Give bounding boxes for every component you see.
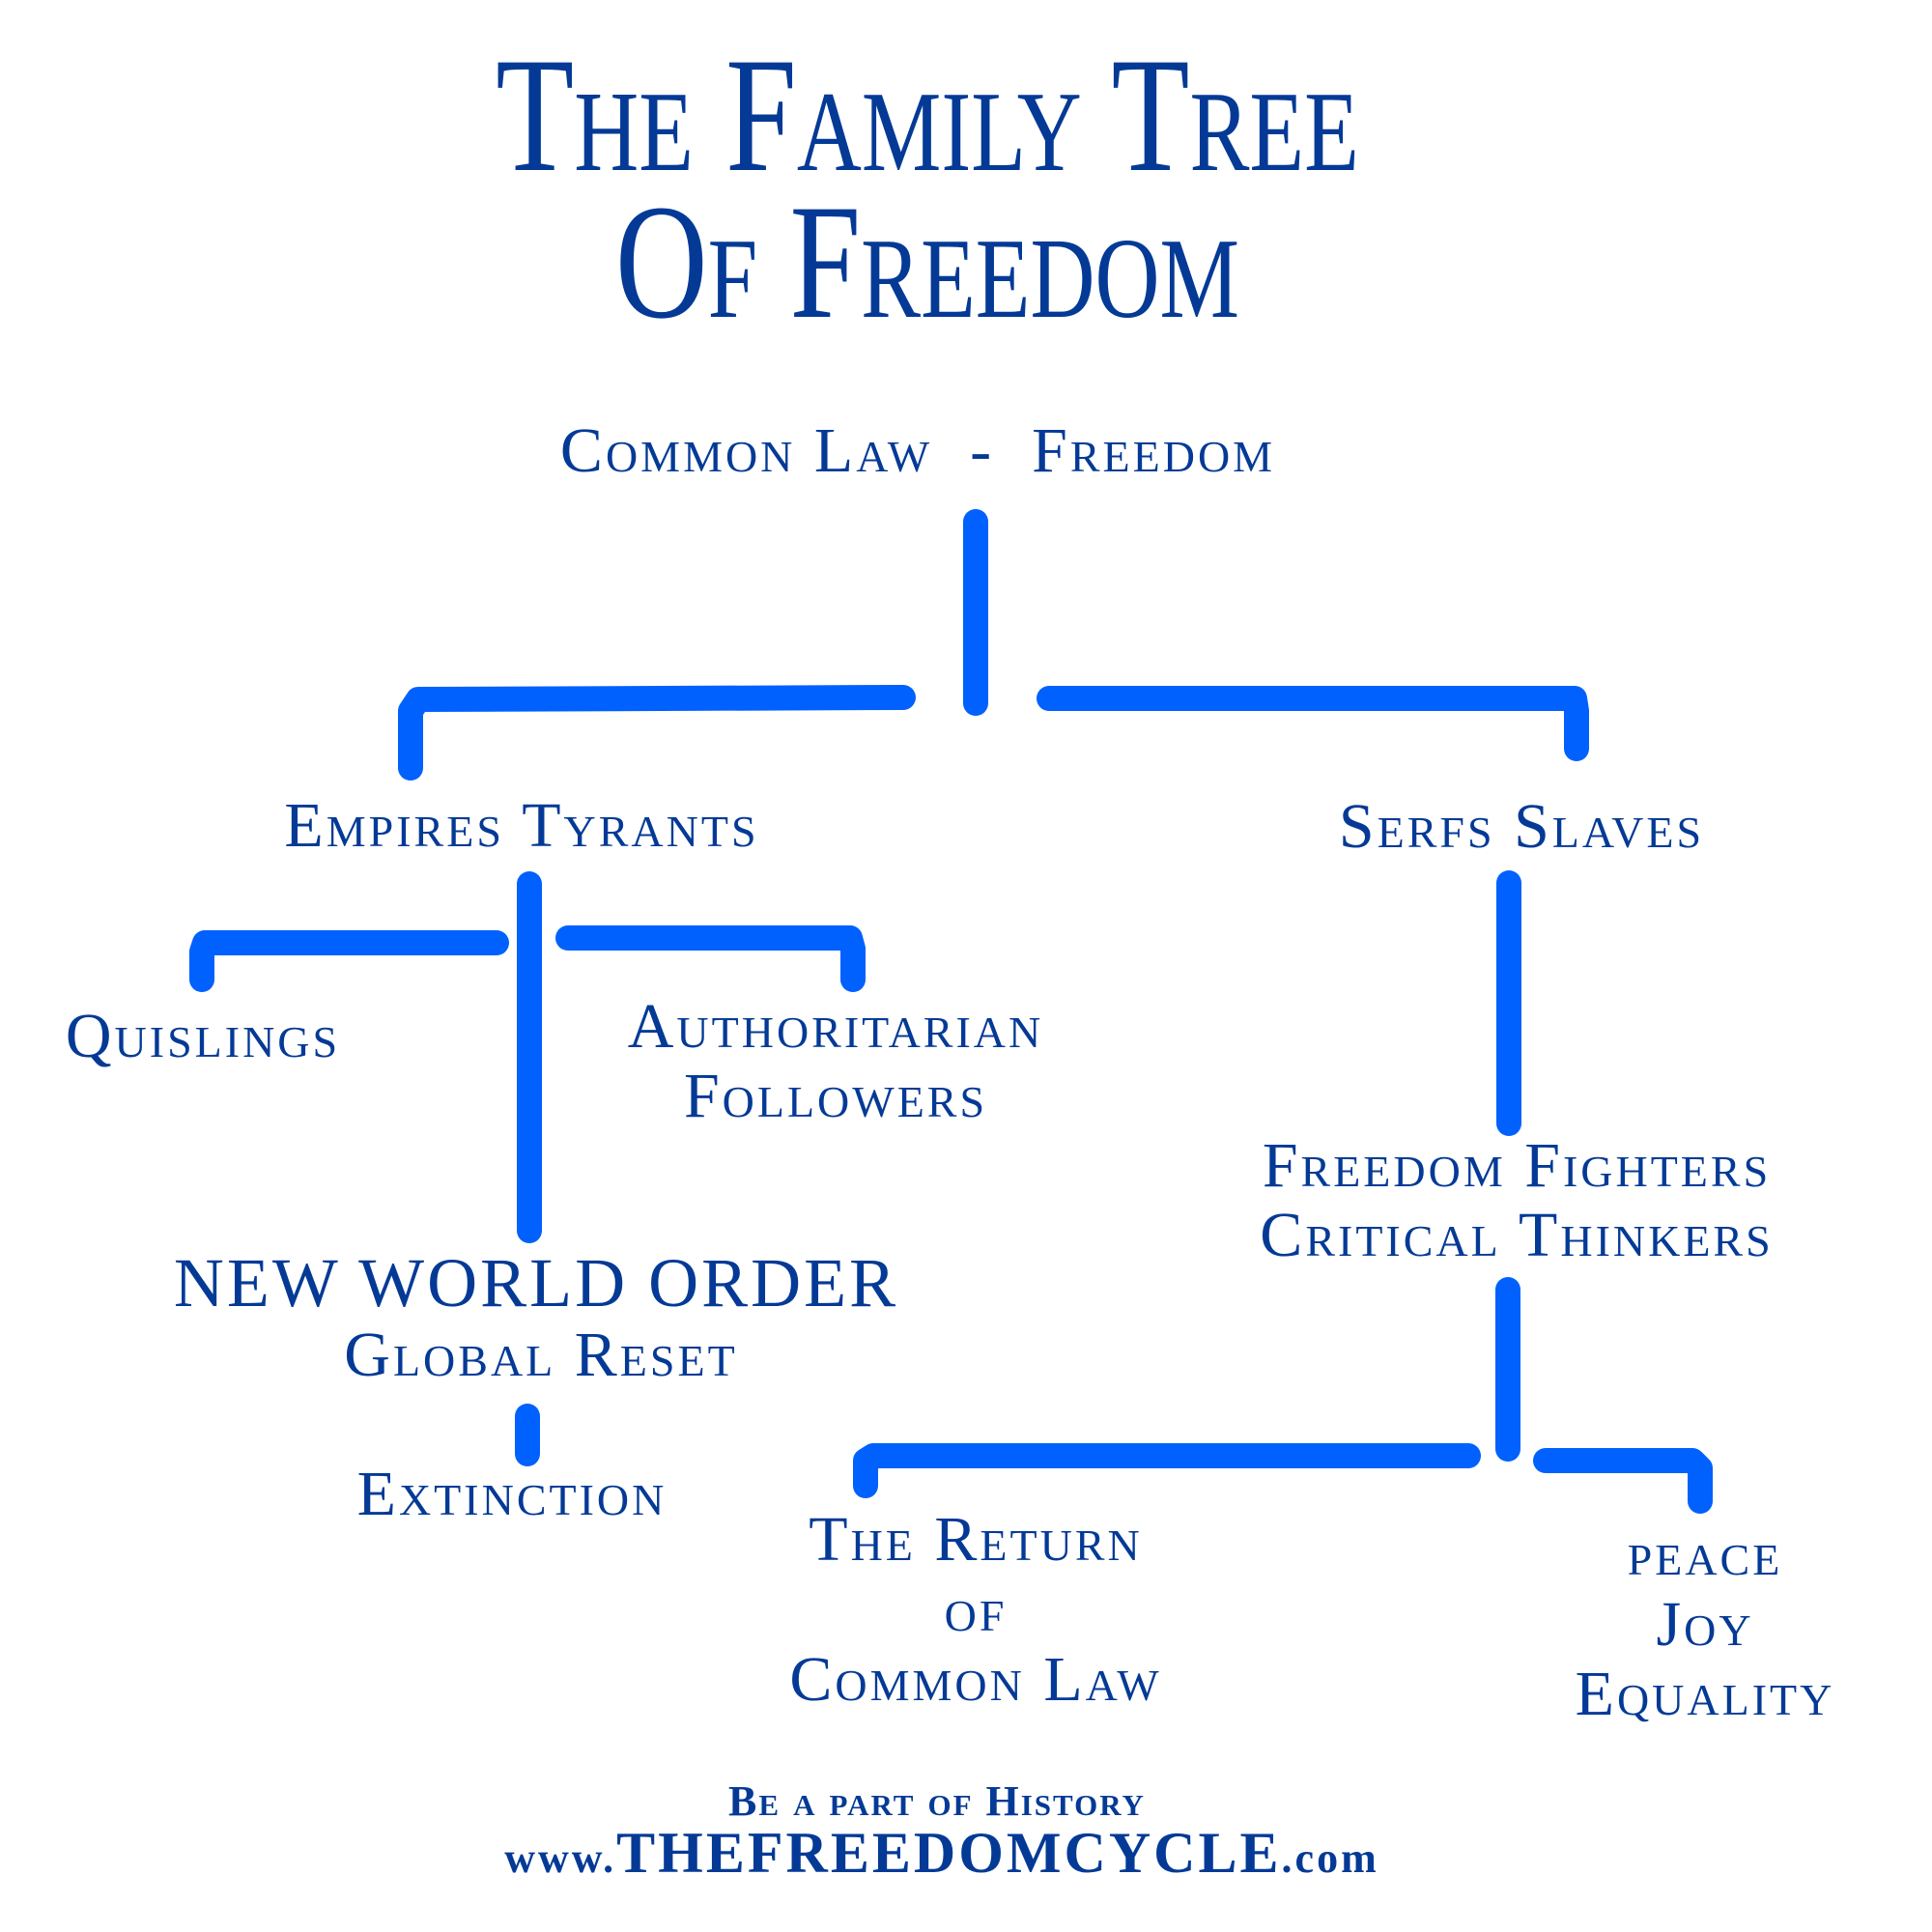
footer-url-prefix: www. (504, 1834, 617, 1882)
branch-right-serfs (1037, 686, 1589, 761)
branch-peace (1533, 1448, 1713, 1514)
node-freedom-fighters-line-2: Critical Thinkers (1260, 1200, 1774, 1270)
node-joy: Joy (1656, 1589, 1754, 1660)
node-extinction: Extinction (356, 1459, 668, 1529)
footer-tagline: Be a part of History (728, 1777, 1146, 1825)
footer-url[interactable]: www.THEFREEDOMCYCLE.com (386, 1824, 1497, 1882)
footer-url-suffix: .com (1281, 1834, 1379, 1882)
title-line-1: The Family Tree (496, 24, 1359, 206)
node-root: Common Law - Freedom (559, 415, 1276, 486)
node-new-world-order: NEW WORLD ORDER (173, 1244, 899, 1321)
footer-url-main: THEFREEDOMCYCLE (616, 1821, 1282, 1885)
branch-return-common-law (853, 1443, 1481, 1498)
node-authoritarian-line-1: Authoritarian (627, 991, 1044, 1062)
node-return-line-2: of (944, 1575, 1008, 1645)
node-serfs-slaves: Serfs Slaves (1338, 791, 1705, 862)
branch-quislings (189, 930, 509, 992)
branch-authoritarian (555, 925, 866, 992)
node-return-line-3: Common Law (789, 1644, 1162, 1715)
title-line-2: Of Freedom (614, 171, 1240, 353)
node-empires-tyrants: Empires Tyrants (284, 790, 759, 861)
node-equality: Equality (1575, 1659, 1835, 1729)
node-return-line-1: The Return (809, 1504, 1143, 1575)
node-global-reset: Global Reset (344, 1320, 738, 1390)
node-authoritarian-line-2: Followers (683, 1061, 988, 1131)
node-peace: peace (1627, 1519, 1783, 1589)
node-quislings: Quislings (65, 1001, 341, 1071)
node-freedom-fighters-line-1: Freedom Fighters (1262, 1130, 1772, 1201)
branch-left-empires (398, 685, 916, 781)
